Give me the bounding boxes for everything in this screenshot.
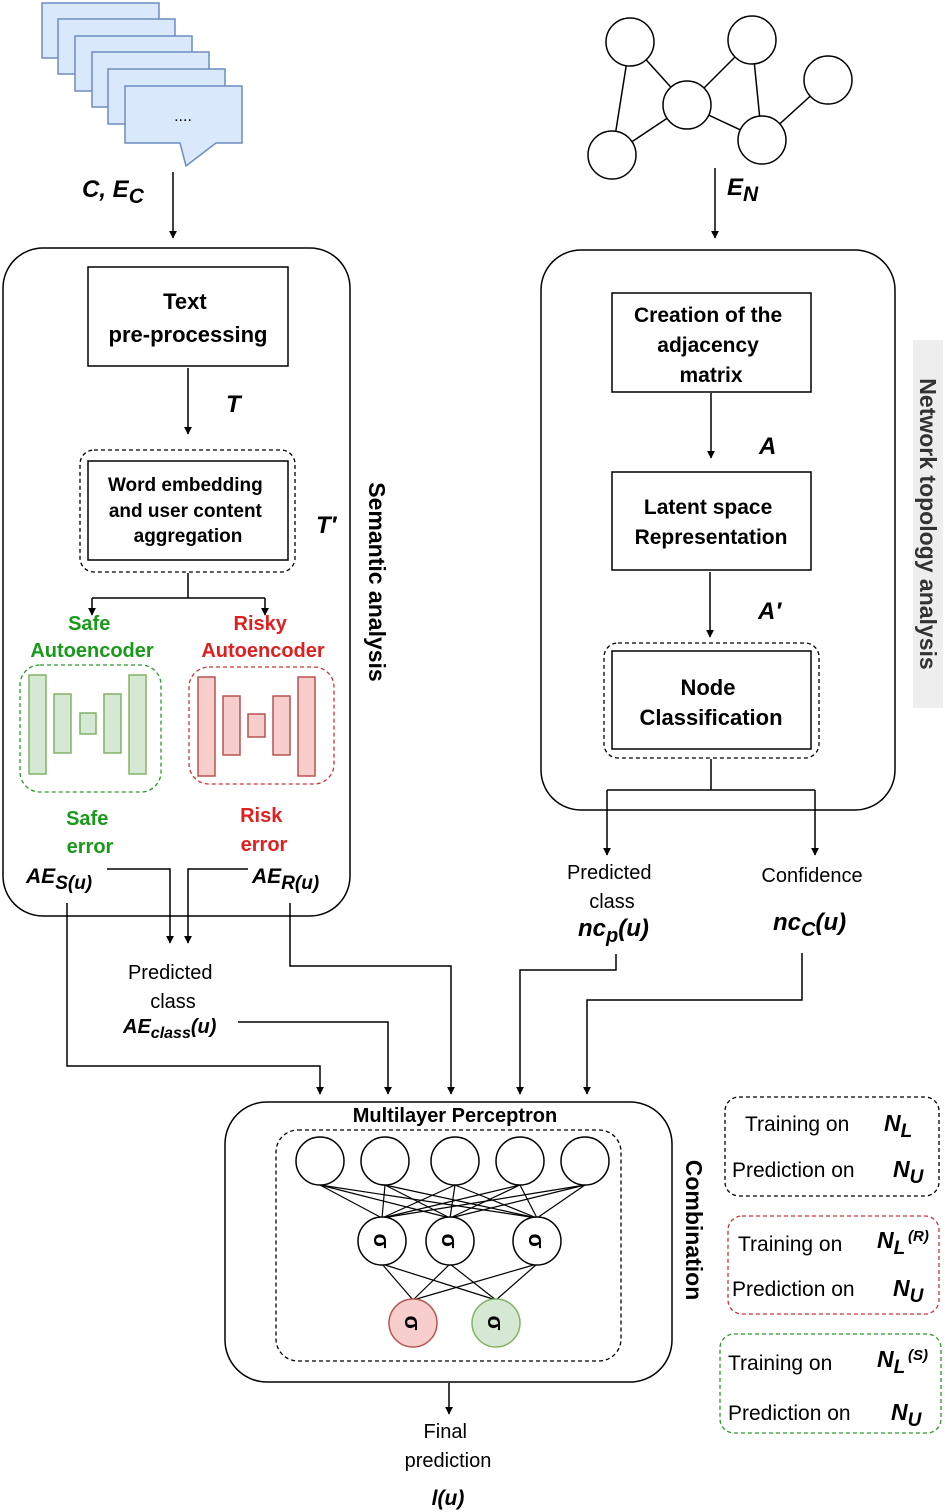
risky-autoencoder-icon bbox=[197, 676, 316, 777]
svg-text:σ: σ bbox=[437, 1233, 462, 1248]
svg-text:Training on: Training on bbox=[728, 1352, 832, 1375]
svg-text:Training on: Training on bbox=[738, 1233, 842, 1256]
svg-text:Prediction on: Prediction on bbox=[732, 1159, 855, 1182]
text-preprocessing-box bbox=[87, 266, 289, 367]
word-embedding-label: Word embedding and user content aggregat… bbox=[108, 475, 268, 547]
svg-text:(R): (R) bbox=[908, 1228, 929, 1245]
word-embedding-box bbox=[87, 460, 289, 561]
legend-box-all: Training on NL Prediction on NU bbox=[724, 1096, 940, 1197]
semantic-analysis-title: Semantic analysis bbox=[364, 482, 390, 681]
mlp-title: Multilayer Perceptron bbox=[353, 1105, 558, 1127]
left-input-label: C, EC bbox=[82, 176, 145, 208]
node-classification-box bbox=[611, 650, 812, 750]
safe-autoencoder-frame bbox=[19, 664, 162, 793]
svg-text:NL: NL bbox=[877, 1346, 905, 1378]
semantic-analysis-panel bbox=[2, 247, 351, 917]
safe-error-label: Safe error bbox=[66, 808, 114, 858]
ncc-label: ncC(u) bbox=[773, 909, 846, 941]
mlp-output-safe-node bbox=[471, 1298, 521, 1348]
ae-class-label: AEclass(u) bbox=[122, 1016, 217, 1042]
legend-box-risky: Training on NL (R) Prediction on NU bbox=[727, 1215, 940, 1315]
svg-text:Training on: Training on bbox=[745, 1113, 849, 1136]
ae-to-class-arrows bbox=[107, 868, 248, 944]
svg-text:σ: σ bbox=[524, 1233, 549, 1248]
mlp-dashed-frame bbox=[275, 1129, 622, 1362]
ae-predicted-class-label: Predicted class bbox=[128, 962, 218, 1013]
right-input-label: EN bbox=[727, 174, 759, 206]
network-topology-panel bbox=[540, 249, 896, 811]
latent-space-box bbox=[611, 471, 812, 571]
a-prime-label: A′ bbox=[757, 598, 782, 625]
svg-text:NU: NU bbox=[893, 1156, 925, 1188]
network-graph-icon bbox=[587, 15, 853, 180]
svg-text:σ: σ bbox=[400, 1315, 425, 1330]
mlp-input-arrows bbox=[66, 903, 803, 1095]
word-embedding-dashed-frame bbox=[79, 449, 296, 573]
ae-s-label: AES(u) bbox=[25, 865, 92, 894]
confidence-label: Confidence bbox=[761, 865, 862, 887]
combination-panel bbox=[224, 1101, 673, 1383]
svg-text:Prediction on: Prediction on bbox=[732, 1278, 855, 1301]
risk-error-label: Risk error bbox=[240, 805, 288, 856]
risky-autoencoder-label: Risky Autoencoder bbox=[201, 613, 325, 662]
mlp-output-sigma-labels: σ σ bbox=[400, 1315, 508, 1330]
svg-text:(S): (S) bbox=[908, 1347, 928, 1364]
t-label: T bbox=[226, 391, 243, 418]
svg-text:NL: NL bbox=[884, 1110, 912, 1142]
a-label: A bbox=[758, 433, 776, 460]
mlp-connections bbox=[319, 1184, 586, 1301]
svg-text:NU: NU bbox=[893, 1275, 925, 1307]
mlp-output-risky-node bbox=[388, 1298, 438, 1348]
svg-text:σ: σ bbox=[483, 1315, 508, 1330]
svg-text:NU: NU bbox=[891, 1399, 923, 1431]
svg-text:Prediction on: Prediction on bbox=[728, 1402, 851, 1425]
text-preprocessing-label: Text pre-processing bbox=[109, 289, 268, 347]
document-stack-icon bbox=[41, 2, 243, 168]
safe-autoencoder-label: Safe Autoencoder bbox=[30, 613, 154, 662]
mlp-input-layer bbox=[295, 1136, 610, 1186]
adjacency-matrix-box bbox=[611, 292, 812, 393]
mlp-hidden-layer bbox=[357, 1216, 562, 1266]
final-prediction-label: Final prediction bbox=[405, 1421, 492, 1472]
svg-text:NL: NL bbox=[877, 1227, 905, 1259]
t-prime-label: T′ bbox=[316, 512, 338, 539]
node-predicted-class-label: Predicted class bbox=[567, 862, 657, 913]
ncp-label: ncp(u) bbox=[578, 915, 649, 947]
node-classification-dashed-frame bbox=[603, 642, 820, 759]
combination-title: Combination bbox=[681, 1160, 707, 1301]
mlp-hidden-sigma-labels: σ σ σ bbox=[369, 1233, 549, 1248]
safe-autoencoder-icon bbox=[28, 674, 147, 775]
ae-r-label: AER(u) bbox=[251, 865, 319, 894]
document-ellipsis: .... bbox=[174, 108, 192, 125]
svg-text:σ: σ bbox=[369, 1233, 394, 1248]
network-title-background bbox=[913, 340, 943, 708]
output-label: l(u) bbox=[432, 1487, 465, 1510]
legend-box-safe: Training on NL (S) Prediction on NU bbox=[719, 1333, 942, 1434]
split-arrow bbox=[88, 573, 269, 616]
adjacency-matrix-label: Creation of the adjacency matrix bbox=[634, 304, 788, 387]
risky-autoencoder-frame bbox=[188, 666, 335, 785]
node-classification-label: Node Classification bbox=[639, 675, 782, 730]
network-topology-title: Network topology analysis bbox=[915, 378, 941, 669]
node-class-split-arrow bbox=[603, 759, 819, 856]
latent-space-label: Latent space Representation bbox=[635, 496, 788, 549]
